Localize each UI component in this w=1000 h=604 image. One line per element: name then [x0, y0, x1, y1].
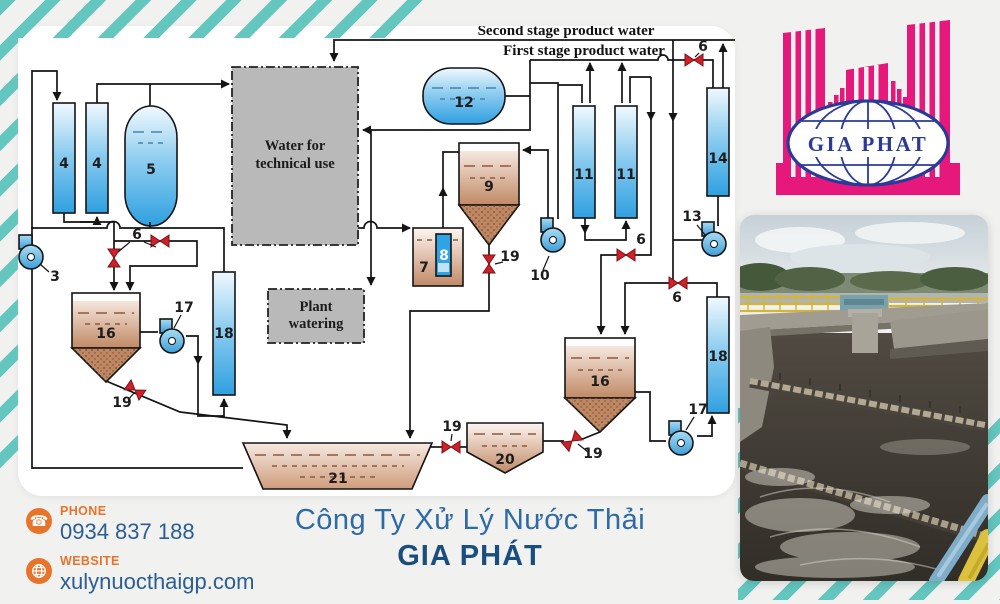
photo-water	[740, 333, 988, 581]
sludge-tank-16-left	[70, 292, 142, 384]
company-logo: GIA PHAT	[770, 7, 966, 203]
label-18-left: 18	[214, 326, 233, 342]
phone-row: ☎ PHONE 0934 837 188	[26, 504, 254, 545]
label-18-right: 18	[708, 349, 727, 365]
website-label: WEBSITE	[60, 554, 120, 568]
label-6-top-left: 6	[132, 227, 142, 243]
globe-icon	[26, 558, 52, 584]
label-16-left: 16	[96, 326, 115, 342]
company-title-block: Công Ty Xử Lý Nước Thải GIA PHÁT	[240, 504, 700, 573]
label-21: 21	[328, 471, 347, 487]
pump-10	[540, 217, 566, 253]
label-19-left: 19	[112, 395, 131, 411]
label-4b: 4	[92, 156, 102, 172]
logo-text: GIA PHAT	[808, 132, 929, 156]
pressure-tank-5	[124, 105, 178, 227]
label-10: 10	[530, 268, 550, 284]
pump-3	[18, 234, 44, 270]
technical-use-label-line2: technical use	[255, 156, 335, 172]
pump-17-right	[668, 420, 694, 456]
label-11a: 11	[574, 167, 593, 183]
storage-basin-21	[241, 442, 434, 490]
second-stage-product-water-label: Second stage product water	[478, 26, 655, 39]
treatment-plant-photo	[740, 215, 988, 581]
company-title-line1: Công Ty Xử Lý Nước Thải	[294, 504, 646, 536]
label-17-right: 17	[688, 402, 707, 418]
label-6-middle: 6	[636, 232, 646, 248]
label-4a: 4	[59, 156, 69, 172]
photo-pipes	[929, 494, 988, 581]
valve-19-clarifier	[482, 254, 496, 274]
column-18-right	[706, 296, 730, 414]
label-16-right: 16	[590, 374, 609, 390]
label-3: 3	[50, 269, 60, 285]
dosing-tank-7	[412, 227, 464, 287]
valve-19-sludge-right	[560, 429, 584, 453]
process-diagram-card: Water for technical use Plant watering	[18, 26, 735, 496]
label-13: 13	[682, 209, 701, 225]
contact-block: ☎ PHONE 0934 837 188 WEBSITE xulynuoctha…	[26, 504, 254, 604]
label-12: 12	[454, 95, 473, 111]
pump-13	[701, 221, 727, 257]
pump-17-left	[159, 318, 185, 354]
label-11b: 11	[616, 167, 635, 183]
technical-use-label-line1: Water for	[265, 138, 326, 154]
phone-label: PHONE	[60, 504, 107, 518]
valve-19-sludge-left	[123, 378, 147, 402]
membrane-column-11a	[572, 105, 596, 219]
phone-number: 0934 837 188	[60, 519, 195, 544]
label-6-right: 6	[672, 290, 682, 306]
label-6-top: 6	[698, 39, 708, 55]
sludge-tank-16-right	[563, 337, 637, 434]
plant-watering-label-line2: watering	[289, 316, 345, 332]
label-8: 8	[439, 248, 449, 264]
membrane-column-11b	[614, 105, 638, 219]
photo-walkways	[740, 373, 988, 544]
label-7: 7	[419, 260, 429, 276]
plant-watering-label-line1: Plant	[299, 299, 332, 315]
website-row: WEBSITE xulynuocthaigp.com	[26, 554, 254, 595]
label-19-basin: 19	[442, 419, 461, 435]
plant-watering-box: Plant watering	[267, 288, 365, 344]
label-20: 20	[495, 452, 515, 468]
photo-concrete-walls	[740, 303, 988, 442]
valve-6-middle	[616, 248, 636, 262]
clarifier-9	[457, 142, 521, 247]
label-19-right: 19	[583, 446, 602, 462]
phone-icon: ☎	[26, 508, 52, 534]
valve-6-left-horizontal	[150, 234, 170, 248]
water-treatment-flow-diagram: Water for technical use Plant watering	[18, 26, 735, 490]
photo-foam	[745, 439, 970, 578]
website-url: xulynuocthaigp.com	[60, 569, 255, 594]
label-17-left: 17	[174, 300, 193, 316]
label-leaders	[39, 52, 707, 453]
label-19-clarifier: 19	[500, 249, 519, 265]
label-9: 9	[484, 179, 494, 195]
column-14	[706, 87, 730, 197]
logo-globe: GIA PHAT	[786, 99, 950, 187]
water-for-technical-use-box: Water for technical use	[231, 66, 359, 246]
photo-clouds	[755, 222, 965, 270]
label-14: 14	[708, 151, 728, 167]
valve-6-right	[668, 276, 688, 290]
valve-19-basin	[441, 440, 461, 454]
first-stage-product-water-label: First stage product water	[503, 43, 665, 59]
photo-foam-swirls	[759, 487, 941, 571]
valve-6-top	[684, 53, 704, 67]
valve-6-left-vertical	[107, 248, 121, 268]
label-5: 5	[146, 162, 156, 178]
company-title-line2: GIA PHÁT	[397, 540, 543, 572]
